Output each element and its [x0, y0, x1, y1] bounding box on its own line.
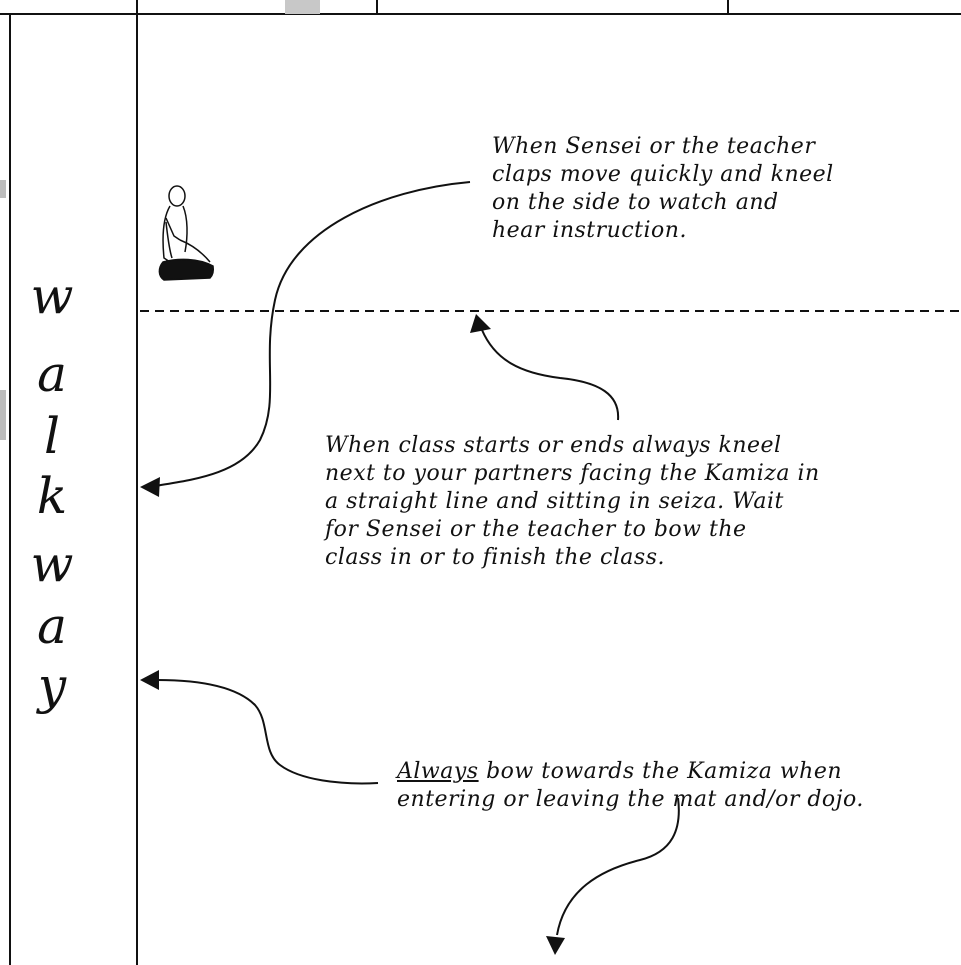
lineup-note-line: class in or to finish the class.	[325, 545, 665, 570]
kneeling-person-icon	[158, 185, 214, 281]
bow-arrow-line	[156, 679, 379, 785]
lineup-note: When class starts or ends always kneel n…	[325, 432, 925, 572]
bow-note-line-1-rest: bow towards the Kamiza when	[478, 759, 843, 784]
lineup-note-line: for Sensei or the teacher to bow the	[325, 517, 747, 542]
bow-arrow-head	[140, 670, 159, 690]
clap-note-line: hear instruction.	[492, 218, 687, 243]
clap-arrow-line	[154, 181, 471, 487]
walkway-letter-a2: a	[37, 597, 67, 655]
exit-arrow-line	[556, 797, 680, 936]
clap-note: When Sensei or the teacher claps move qu…	[492, 133, 912, 245]
lineup-note-line: a straight line and sitting in seiza. Wa…	[325, 489, 784, 514]
bow-note-line-1: Always bow towards the Kamiza when	[397, 758, 957, 786]
lineup-note-line: next to your partners facing the Kamiza …	[325, 461, 820, 486]
clap-note-line: When Sensei or the teacher	[492, 134, 816, 159]
clap-note-line: claps move quickly and kneel	[492, 162, 834, 187]
bow-note-line-2: entering or leaving the mat and/or dojo.	[397, 787, 864, 812]
lineup-arrow-head	[470, 314, 491, 333]
bow-note-emphasis: Always	[397, 759, 479, 784]
lineup-note-line: When class starts or ends always kneel	[325, 433, 782, 458]
walkway-letter-w: w	[30, 267, 74, 325]
clap-note-line: on the side to watch and	[492, 190, 779, 215]
lineup-arrow-line	[481, 329, 620, 421]
edge-mark-1	[0, 180, 6, 198]
walkway-letter-l: l	[44, 407, 60, 465]
edge-mark-2	[0, 390, 6, 440]
walkway-letter-w2: w	[30, 535, 74, 593]
clap-arrow-head	[140, 477, 160, 497]
walkway-letter-k: k	[36, 467, 68, 525]
walkway-letter-a: a	[37, 345, 67, 403]
exit-arrow-head	[546, 936, 565, 955]
gray-block	[285, 0, 320, 14]
bow-note: Always bow towards the Kamiza when enter…	[397, 758, 957, 814]
walkway-letter-y: y	[37, 657, 67, 715]
